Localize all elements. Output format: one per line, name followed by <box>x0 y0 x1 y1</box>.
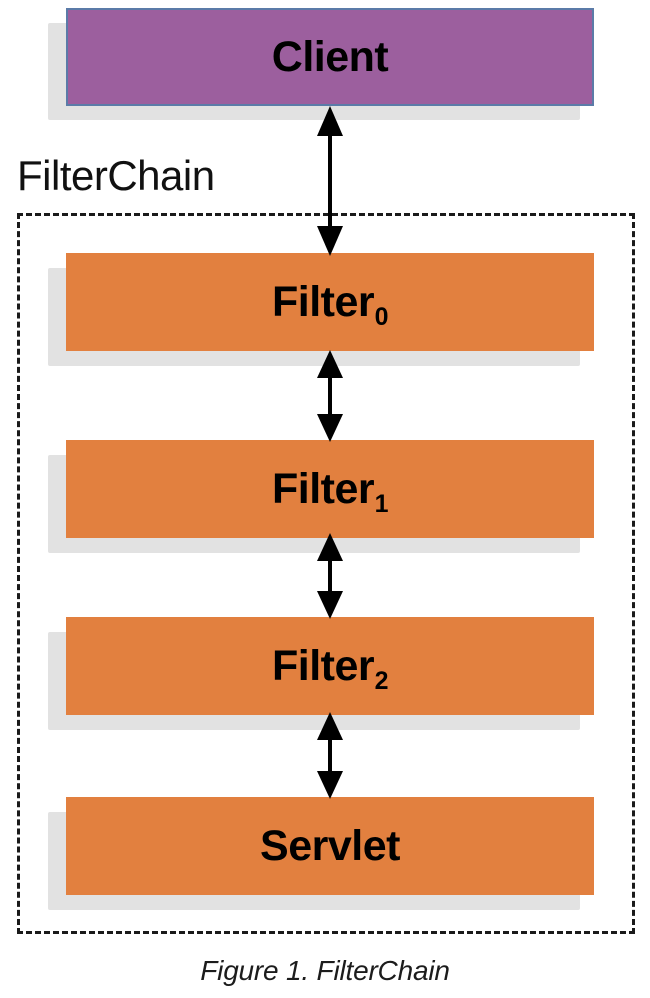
filter2-label: Filter2 <box>271 641 389 696</box>
filter2-subscript: 2 <box>374 667 389 696</box>
arrow-client-filter0 <box>306 106 354 256</box>
double-arrow-icon <box>317 106 343 256</box>
filterchain-group-label: FilterChain <box>17 152 215 199</box>
servlet-box: Servlet <box>66 797 594 895</box>
arrow-filter2-servlet <box>306 712 354 799</box>
filter0-subscript: 0 <box>374 303 389 332</box>
filter1-label: Filter1 <box>271 464 389 519</box>
double-arrow-icon <box>317 712 343 799</box>
filter0-box: Filter0 <box>66 253 594 351</box>
filterchain-container <box>17 213 635 934</box>
client-box: Client <box>66 8 594 106</box>
client-label: Client <box>271 32 389 81</box>
node-servlet[interactable]: Servlet <box>48 797 594 910</box>
node-filter2[interactable]: Filter2 <box>48 617 594 730</box>
node-client[interactable]: Client <box>48 8 594 120</box>
figure-caption: Figure 1. FilterChain <box>200 955 450 986</box>
double-arrow-icon <box>317 350 343 442</box>
arrow-filter0-filter1 <box>306 350 354 442</box>
filter0-label: Filter0 <box>271 277 389 332</box>
filter1-box: Filter1 <box>66 440 594 538</box>
double-arrow-icon <box>317 533 343 619</box>
node-filter0[interactable]: Filter0 <box>48 253 594 366</box>
filter1-subscript: 1 <box>374 490 389 519</box>
arrow-filter1-filter2 <box>306 533 354 619</box>
servlet-label: Servlet <box>260 821 400 870</box>
filter2-box: Filter2 <box>66 617 594 715</box>
